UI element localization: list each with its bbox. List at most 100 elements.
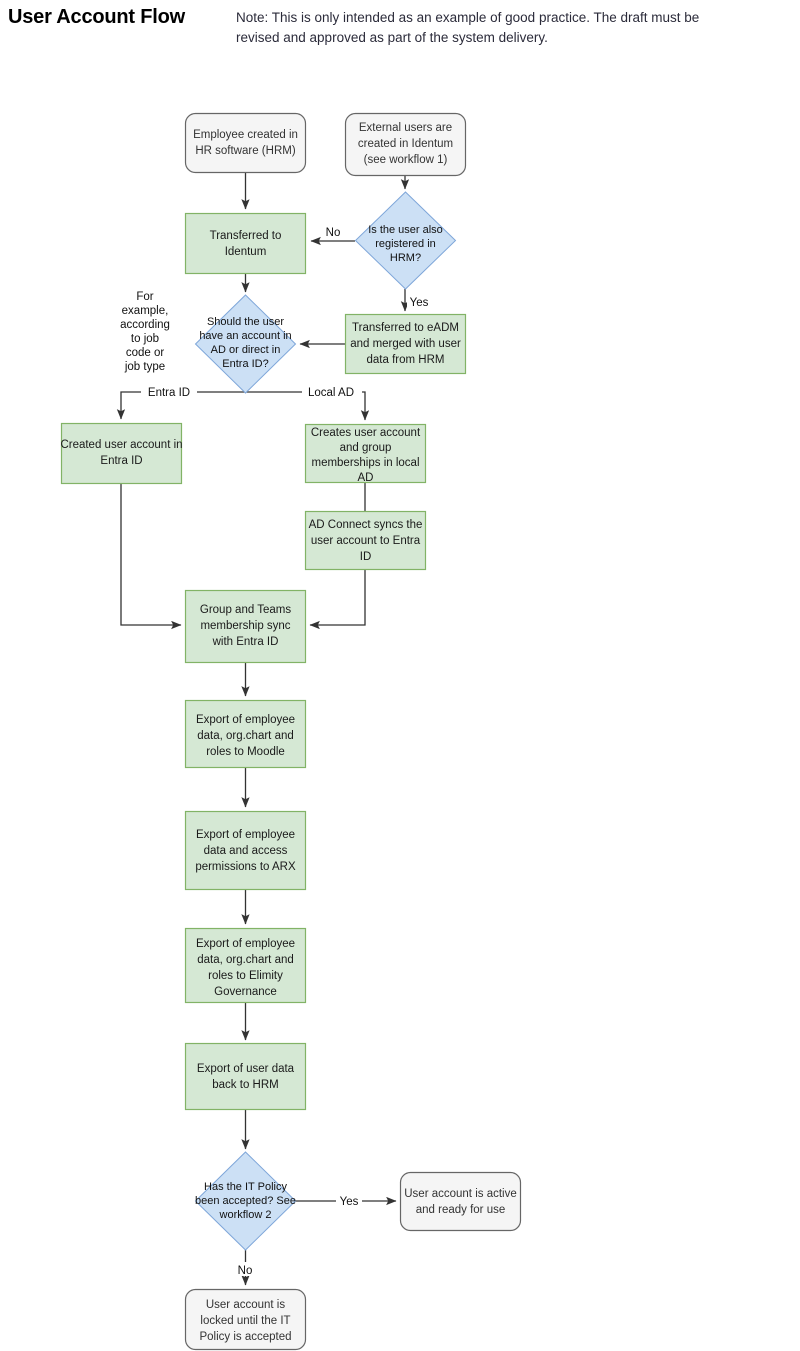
transferred-identum-shape[interactable] [184, 212, 307, 275]
ad-connect-sync-line-1: user account to Entra [311, 535, 421, 547]
edge-label-layer: No Yes Entra ID Local AD Yes No [141, 224, 433, 1277]
account-ad-or-entra-line-1: have an account in [199, 330, 291, 342]
header-note-line-1: Note: This is only intended as an exampl… [236, 10, 700, 25]
node-creates-local-ad[interactable]: Creates user account and group membershi… [304, 423, 427, 485]
external-users-shape[interactable] [344, 112, 467, 177]
creates-local-ad-line-3: AD [358, 472, 374, 484]
is-user-registered-hrm-line-1: registered in [375, 238, 436, 250]
group-teams-sync-line-1: membership sync [200, 620, 290, 632]
export-arx-shape[interactable] [184, 810, 307, 891]
node-hr-software[interactable]: Employee created in HR software (HRM) [184, 112, 307, 174]
export-elimity-line-1: data, org.chart and [197, 954, 294, 966]
transferred-eadm-line-1: and merged with user [350, 338, 461, 350]
edge-layer [116, 173, 410, 1286]
group-teams-sync-shape[interactable] [184, 589, 307, 664]
header-note: Note: This is only intended as an exampl… [236, 8, 796, 48]
group-teams-sync-line-2: with Entra ID [212, 636, 279, 648]
it-policy-accepted-line-0: Has the IT Policy [204, 1181, 287, 1193]
export-hrm-line-1: back to HRM [212, 1079, 278, 1091]
node-transferred-eadm[interactable]: Transferred to eADM and merged with user… [344, 313, 467, 375]
node-export-moodle[interactable]: Export of employee data, org.chart and r… [184, 699, 307, 769]
ad-connect-sync-line-2: ID [360, 551, 372, 563]
ad-connect-sync-line-0: AD Connect syncs the [309, 519, 423, 531]
export-elimity-line-3: Governance [214, 986, 277, 998]
export-hrm-line-0: Export of user data [197, 1063, 295, 1075]
export-arx-line-0: Export of employee [196, 829, 295, 841]
ad-connect-sync-shape[interactable] [304, 510, 427, 571]
edge-decision2-localad-branch [245, 391, 370, 421]
created-entra-id-shape[interactable] [60, 422, 183, 485]
transferred-identum-line-0: Transferred to [210, 230, 282, 242]
node-ad-connect-sync[interactable]: AD Connect syncs the user account to Ent… [304, 510, 427, 571]
account-ad-or-entra-line-0: Should the user [207, 316, 284, 328]
node-group-teams-sync[interactable]: Group and Teams membership sync with Ent… [184, 589, 307, 664]
node-account-ad-or-entra[interactable]: Should the user have an account in AD or… [194, 294, 297, 394]
node-created-entra-id[interactable]: Created user account in Entra ID [60, 422, 183, 485]
edge-label-entra-id: Entra ID [148, 387, 190, 399]
page-title: User Account Flow [8, 6, 185, 28]
edge-label-no-hrm: No [326, 227, 341, 239]
account-active-shape[interactable] [399, 1171, 522, 1232]
transferred-identum-line-1: Identum [225, 246, 267, 258]
job-code-note-line-4: code or [126, 347, 165, 359]
node-export-arx[interactable]: Export of employee data and access permi… [184, 810, 307, 891]
account-locked-line-1: locked until the IT [200, 1315, 290, 1327]
transferred-eadm-line-0: Transferred to eADM [352, 322, 459, 334]
hr-software-line-1: HR software (HRM) [195, 145, 295, 157]
export-moodle-line-2: roles to Moodle [206, 746, 285, 758]
node-transferred-identum[interactable]: Transferred to Identum [184, 212, 307, 275]
job-code-note-line-5: job type [124, 361, 165, 373]
group-teams-sync-line-0: Group and Teams [200, 604, 291, 616]
export-arx-line-2: permissions to ARX [195, 861, 296, 873]
edge-label-no-policy: No [238, 1265, 253, 1277]
node-account-active[interactable]: User account is active and ready for use [399, 1171, 522, 1232]
transferred-eadm-shape[interactable] [344, 313, 467, 375]
account-ad-or-entra-shape[interactable] [194, 294, 297, 394]
account-ad-or-entra-line-2: AD or direct in [211, 344, 281, 356]
edge-adconnect-to-group-sync [309, 570, 366, 630]
job-code-note-line-1: example, [122, 305, 169, 317]
it-policy-accepted-line-1: been accepted? See [195, 1195, 296, 1207]
export-elimity-shape[interactable] [184, 927, 307, 1004]
export-moodle-shape[interactable] [184, 699, 307, 769]
creates-local-ad-line-0: Creates user account [311, 427, 421, 439]
it-policy-accepted-line-2: workflow 2 [219, 1209, 272, 1221]
edge-entra-to-group-sync [120, 483, 182, 630]
edge-label-yes-policy: Yes [340, 1196, 359, 1208]
external-users-line-2: (see workflow 1) [364, 154, 448, 166]
job-code-note-line-2: according [120, 319, 170, 331]
node-it-policy-accepted[interactable]: Has the IT Policy been accepted? See wor… [194, 1151, 297, 1251]
external-users-line-1: created in Identum [358, 138, 453, 150]
is-user-registered-hrm-shape[interactable] [354, 191, 457, 290]
hr-software-shape[interactable] [184, 112, 307, 174]
creates-local-ad-line-1: and group [340, 442, 392, 454]
is-user-registered-hrm-line-0: Is the user also [368, 224, 443, 236]
export-elimity-line-0: Export of employee [196, 938, 295, 950]
hr-software-line-0: Employee created in [193, 129, 298, 141]
export-elimity-line-2: roles to Elimity [208, 970, 283, 982]
transferred-eadm-line-2: data from HRM [367, 354, 445, 366]
creates-local-ad-shape[interactable] [304, 423, 427, 484]
export-moodle-line-0: Export of employee [196, 714, 295, 726]
created-entra-id-line-1: Entra ID [100, 455, 142, 467]
it-policy-accepted-shape[interactable] [194, 1151, 297, 1251]
node-external-users[interactable]: External users are created in Identum (s… [344, 112, 467, 177]
account-locked-shape[interactable] [184, 1288, 307, 1351]
node-account-locked[interactable]: User account is locked until the IT Poli… [184, 1288, 307, 1351]
edge-decision2-entra-branch [116, 391, 246, 420]
account-active-line-1: and ready for use [416, 1204, 506, 1216]
job-code-note-line-3: to job [131, 333, 159, 345]
job-code-note-line-0: For [136, 291, 153, 303]
external-users-line-0: External users are [359, 122, 452, 134]
node-export-elimity[interactable]: Export of employee data, org.chart and r… [184, 927, 307, 1004]
node-is-user-registered-hrm[interactable]: Is the user also registered in HRM? [354, 191, 457, 290]
account-active-line-0: User account is active [404, 1188, 517, 1200]
edge-label-yes-hrm: Yes [410, 297, 429, 309]
node-export-hrm[interactable]: Export of user data back to HRM [184, 1042, 307, 1111]
creates-local-ad-line-2: memberships in local [311, 457, 419, 469]
export-moodle-line-1: data, org.chart and [197, 730, 294, 742]
export-arx-line-1: data and access [204, 845, 288, 857]
edge-label-local-ad: Local AD [308, 387, 354, 399]
export-hrm-shape[interactable] [184, 1042, 307, 1111]
